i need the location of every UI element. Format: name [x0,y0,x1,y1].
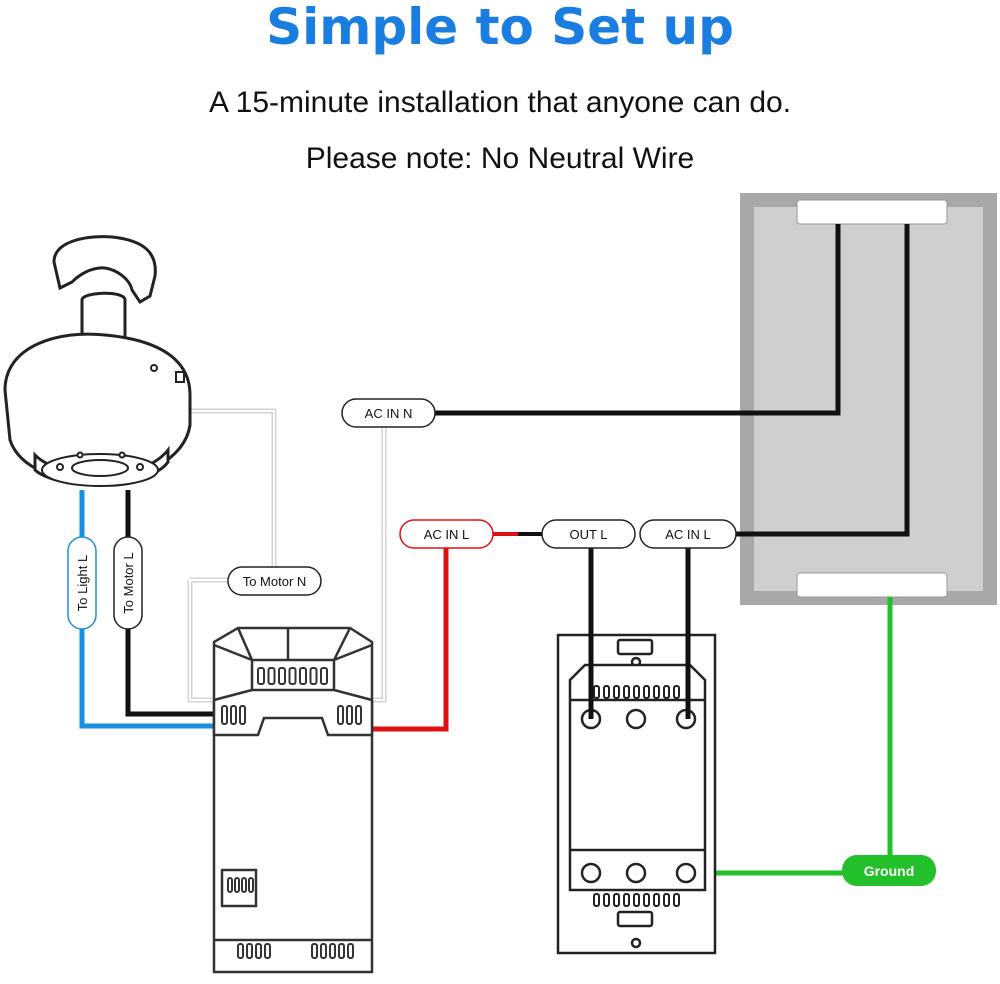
ac-l-wire [736,224,910,537]
label-ac-in-l: AC IN L [639,519,737,549]
svg-text:Ground: Ground [864,863,915,879]
svg-text:AC IN N: AC IN N [365,406,413,421]
label-ac-in-n: AC IN N [341,398,436,428]
ac-n-wire [434,224,841,416]
svg-text:To Motor L: To Motor L [121,552,136,613]
label-to-light-l: To Light L [67,536,97,630]
label-ground: Ground [842,855,936,886]
label-ac-in-l-red: AC IN L [399,519,494,549]
svg-text:AC IN L: AC IN L [665,527,711,542]
svg-text:To Light L: To Light L [75,555,90,611]
receiver-module [212,626,374,974]
label-out-l: OUT L [541,519,636,549]
svg-text:To Motor N: To Motor N [243,574,307,589]
page-title: Simple to Set up [266,0,734,56]
light-wire [79,490,215,729]
ceiling-canopy [3,235,192,486]
breaker-panel [740,193,997,605]
label-to-motor-l: To Motor L [113,536,143,630]
svg-text:AC IN L: AC IN L [424,527,470,542]
svg-text:OUT L: OUT L [569,527,607,542]
subtitle-neutral-note: Please note: No Neutral Wire [305,142,695,175]
red-wire [372,548,449,732]
subtitle-installation: A 15-minute installation that anyone can… [208,86,792,119]
label-to-motor-n: To Motor N [227,566,322,596]
